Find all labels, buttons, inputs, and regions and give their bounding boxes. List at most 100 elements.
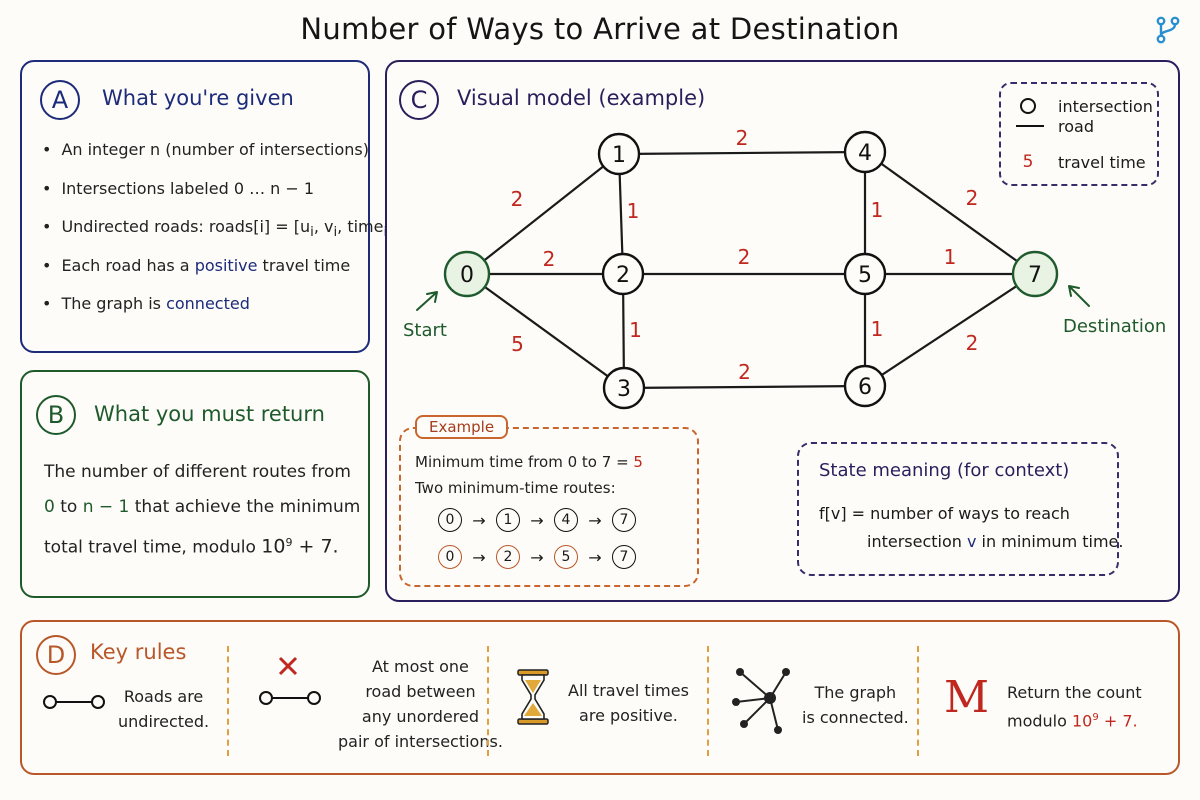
intersection-label-1: 1 — [612, 143, 626, 168]
example-box: Example Minimum time from 0 to 7 = 5 Two… — [399, 415, 699, 587]
destination-label: Destination — [1063, 316, 1166, 337]
travel-time-2-3: 1 — [629, 318, 642, 342]
route-arrow-icon: → — [588, 510, 602, 530]
panel-given: A What you're given An integer n (number… — [20, 60, 393, 353]
rule-divider — [917, 646, 919, 756]
travel-time-1-2: 1 — [627, 199, 640, 223]
start-arrow-icon — [416, 291, 438, 311]
intersection-label-7: 7 — [1028, 263, 1042, 288]
intersection-label-4: 4 — [858, 141, 872, 166]
badge-c: C — [399, 80, 439, 120]
intersection-node-2 — [601, 252, 645, 296]
route-node: 7 — [612, 508, 636, 532]
travel-time-1-4: 2 — [736, 126, 749, 150]
given-item: The graph is connected — [42, 292, 393, 331]
travel-time-0-2: 2 — [543, 247, 556, 271]
state-definition-cont: intersection v in minimum time. — [867, 532, 1124, 551]
legend-node: intersection — [1016, 97, 1153, 116]
panel-given-title: What you're given — [102, 86, 294, 110]
state-title: State meaning (for context) — [819, 460, 1070, 481]
intersection-node-4 — [843, 130, 887, 174]
route-arrow-icon: → — [530, 547, 544, 567]
panel-return-title: What you must return — [94, 402, 325, 426]
route-arrow-icon: → — [588, 547, 602, 567]
panel-return: B What you must return The number of dif… — [20, 370, 370, 598]
badge-a: A — [40, 80, 80, 120]
route-node: 4 — [554, 508, 578, 532]
panel-visual-model-title: Visual model (example) — [457, 86, 706, 110]
intersection-node-0 — [443, 250, 491, 298]
rule-divider — [227, 646, 229, 756]
travel-time-2-5: 2 — [738, 245, 751, 269]
intersection-label-5: 5 — [858, 263, 872, 288]
legend-road: road — [1016, 117, 1094, 136]
return-description: The number of different routes from 0 to… — [44, 462, 361, 558]
route-arrow-icon: → — [472, 547, 486, 567]
route-node: 2 — [496, 545, 520, 569]
route-node: 0 — [438, 545, 462, 569]
travel-time-4-7: 2 — [966, 186, 979, 210]
intersection-node-5 — [843, 252, 887, 296]
panel-key-rules-title: Key rules — [90, 640, 187, 664]
travel-time-0-3: 5 — [511, 332, 524, 356]
route-1: 0 → 1 → 4 → 7 — [438, 508, 636, 532]
travel-time-4-5: 1 — [871, 198, 884, 222]
example-min-time: Minimum time from 0 to 7 = 5 — [415, 453, 643, 471]
route-arrow-icon: → — [472, 510, 486, 530]
rule-divider — [707, 646, 709, 756]
intersection-label-0: 0 — [460, 263, 474, 288]
undirected-edge-icon — [43, 695, 105, 709]
state-meaning-box: State meaning (for context) f[v] = numbe… — [797, 442, 1123, 576]
route-node: 7 — [612, 545, 636, 569]
travel-time-3-6: 2 — [738, 360, 751, 384]
route-arrow-icon: → — [530, 510, 544, 530]
intersection-node-6 — [843, 364, 887, 408]
travel-time-0-1: 2 — [511, 187, 524, 211]
road-4-7 — [863, 150, 1037, 276]
start-label: Start — [403, 320, 447, 341]
road-3-6 — [622, 384, 867, 390]
road-6-7 — [863, 272, 1037, 388]
badge-d: D — [36, 635, 76, 675]
connected-graph-icon — [732, 668, 790, 734]
state-definition: f[v] = number of ways to reach — [819, 504, 1070, 523]
given-list: An integer n (number of intersections) I… — [42, 138, 393, 331]
intersection-node-3 — [602, 366, 646, 410]
panel-visual-model: C Visual model (example) 2 2 5 1 1 2 2 2 1 1 2 1 2 0 1… — [385, 60, 1180, 602]
given-item: An integer n (number of intersections) — [42, 138, 393, 177]
route-2: 0 → 2 → 5 → 7 — [438, 545, 636, 569]
travel-time-5-7: 1 — [944, 245, 957, 269]
badge-b: B — [36, 395, 76, 435]
route-node: 0 — [438, 508, 462, 532]
travel-time-5-6: 1 — [871, 317, 884, 341]
example-tag: Example — [415, 415, 509, 439]
road-line-icon — [1016, 125, 1044, 127]
no-multi-edge-icon — [259, 656, 321, 705]
given-item: Undirected roads: roads[i] = [ui, vi, ti… — [42, 215, 393, 254]
intersection-label-3: 3 — [617, 377, 631, 402]
modulo-icon: M — [944, 672, 990, 723]
road-1-4 — [617, 150, 867, 156]
example-routes-label: Two minimum-time routes: — [415, 479, 616, 497]
given-item: Intersections labeled 0 … n − 1 — [42, 177, 393, 216]
route-node: 5 — [554, 545, 578, 569]
hourglass-icon — [517, 669, 549, 725]
given-item: Each road has a positive travel time — [42, 254, 393, 293]
route-node: 1 — [496, 508, 520, 532]
intersection-node-1 — [597, 132, 641, 176]
intersection-label-6: 6 — [858, 375, 872, 400]
branch-icon — [1156, 16, 1180, 44]
travel-time-6-7: 2 — [966, 331, 979, 355]
road-0-1 — [465, 152, 621, 276]
road-0-3 — [465, 272, 626, 390]
destination-arrow-icon — [1068, 285, 1090, 307]
intersection-label-2: 2 — [616, 263, 630, 288]
